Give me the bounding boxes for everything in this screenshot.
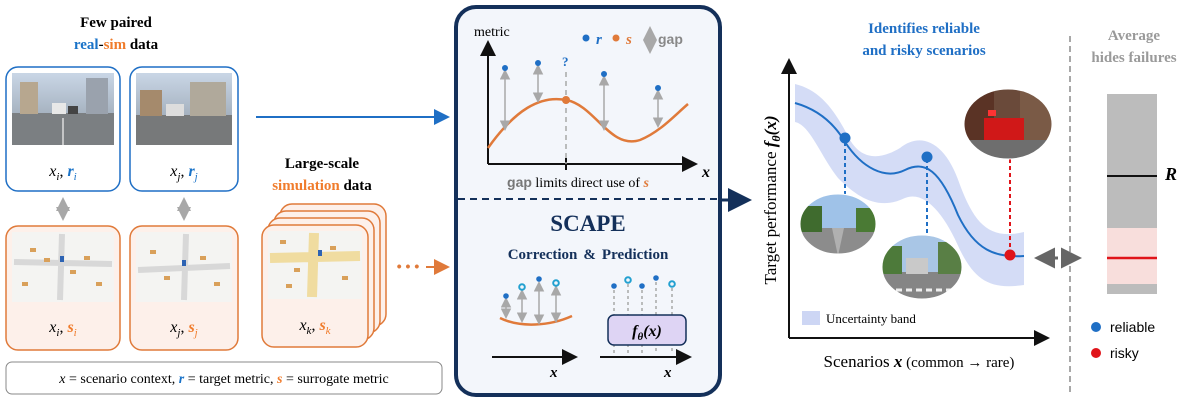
result-plot: Identifies reliable and risky scenarios … xyxy=(761,21,1053,371)
average-title-line2: hides failures xyxy=(1091,50,1176,66)
scenario-photo-2-frame xyxy=(881,234,963,300)
result-title-line2: and risky scenarios xyxy=(862,43,986,59)
target-performance-curve xyxy=(794,102,1025,258)
scenario-photo-1 xyxy=(800,194,876,254)
mini-pred-1 xyxy=(518,283,526,291)
gap-caption: gap limits direct use of s xyxy=(507,174,649,191)
scape-title: SCAPE xyxy=(550,211,625,236)
legend-s: s xyxy=(625,32,632,48)
legend-gap: gap xyxy=(658,31,683,47)
real-card-i: xi, ri xyxy=(5,66,121,192)
sim-map-j xyxy=(136,232,232,302)
gap-plot: metric x r s gap ? xyxy=(474,25,710,191)
f-theta-box xyxy=(607,314,687,346)
band-legend-swatch xyxy=(802,311,820,325)
legend-reliable-label: reliable xyxy=(1110,319,1155,335)
average-R-label: R xyxy=(1164,164,1177,184)
sim-card-j: xj, sj xyxy=(129,225,239,351)
x-axis-label: x xyxy=(701,164,710,181)
real-point-2 xyxy=(535,60,541,66)
real-point-1 xyxy=(502,65,508,71)
f-theta-label: fθ(x) xyxy=(632,323,662,343)
large-scale-title: Large-scale xyxy=(285,156,359,172)
result-y-label: Target performance fθ(x) xyxy=(761,116,783,285)
scape-panel: metric x r s gap ? xyxy=(454,5,722,397)
sim-label-k: xk, sk xyxy=(298,317,331,337)
mini-real-2 xyxy=(536,276,542,282)
legend-r: r xyxy=(596,32,602,48)
real-photo-j xyxy=(136,73,232,145)
real-card-j: xj, rj xyxy=(129,66,239,192)
real-sim-title: real-sim data xyxy=(74,37,159,53)
scenario-photo-3-frame xyxy=(963,88,1053,160)
result-title-line1: Identifies reliable xyxy=(868,21,980,37)
real-photo-i xyxy=(12,73,114,145)
average-title-line1: Average xyxy=(1108,28,1161,44)
scenario-photo-2 xyxy=(882,235,962,299)
mini-real-1 xyxy=(503,293,509,299)
sim-label-j: xj, sj xyxy=(169,319,197,339)
pred-real-2 xyxy=(639,283,645,289)
sim-map-i xyxy=(12,232,114,302)
notation-legend: x = scenario context, r = target metric,… xyxy=(5,361,443,395)
ellipsis: • • • xyxy=(397,258,420,274)
mini-pred-2 xyxy=(552,279,560,287)
real-label-j: xj, rj xyxy=(169,163,197,183)
legend-risky-label: risky xyxy=(1110,345,1139,361)
simulation-data-title: simulation data xyxy=(272,178,372,194)
query-mark: ? xyxy=(562,54,569,69)
band-legend-label: Uncertainty band xyxy=(826,311,916,326)
pred-real-1 xyxy=(611,283,617,289)
legend-s-dot xyxy=(612,34,620,42)
sim-map-k xyxy=(268,231,362,299)
risky-region xyxy=(1107,228,1157,284)
few-paired-title: Few paired xyxy=(80,15,152,31)
real-point-3 xyxy=(601,71,607,77)
pred-pred-1 xyxy=(624,276,632,284)
pred-pred-2 xyxy=(668,280,676,288)
mini-x-label-left: x xyxy=(549,365,558,381)
risky-point xyxy=(1004,249,1016,261)
pred-real-3 xyxy=(653,275,659,281)
result-x-label: Scenarios x (common → rare) xyxy=(824,352,1015,371)
sim-label-i: xi, si xyxy=(48,319,76,339)
reliable-point-1 xyxy=(839,132,851,144)
notation-text: x = scenario context, r = target metric,… xyxy=(58,372,388,387)
correction-mini-plot: x xyxy=(492,276,578,381)
uncertainty-band xyxy=(795,84,1024,287)
prediction-mini-plot: fθ(x) x xyxy=(600,275,692,381)
scenario-photo-1-frame xyxy=(799,193,877,255)
real-point-4 xyxy=(655,85,661,91)
legend-risky-dot xyxy=(1091,348,1101,358)
mini-x-label-right: x xyxy=(663,365,672,381)
sim-card-i: xi, si xyxy=(5,225,121,351)
legend-r-dot xyxy=(582,34,590,42)
average-panel: Average hides failures R reliable risky xyxy=(1091,28,1177,361)
real-label-i: xi, ri xyxy=(48,163,76,183)
reliable-point-2 xyxy=(921,151,933,163)
scape-subtitle: Correction&Prediction xyxy=(508,247,669,263)
surrogate-query-point xyxy=(562,96,570,104)
scenario-photo-3 xyxy=(964,89,1052,159)
metric-axis-label: metric xyxy=(474,25,510,40)
left-section: Few paired real-sim data xi, ri xyxy=(5,15,450,395)
sim-card-stack: xk, sk xyxy=(261,203,387,348)
legend-reliable-dot xyxy=(1091,322,1101,332)
